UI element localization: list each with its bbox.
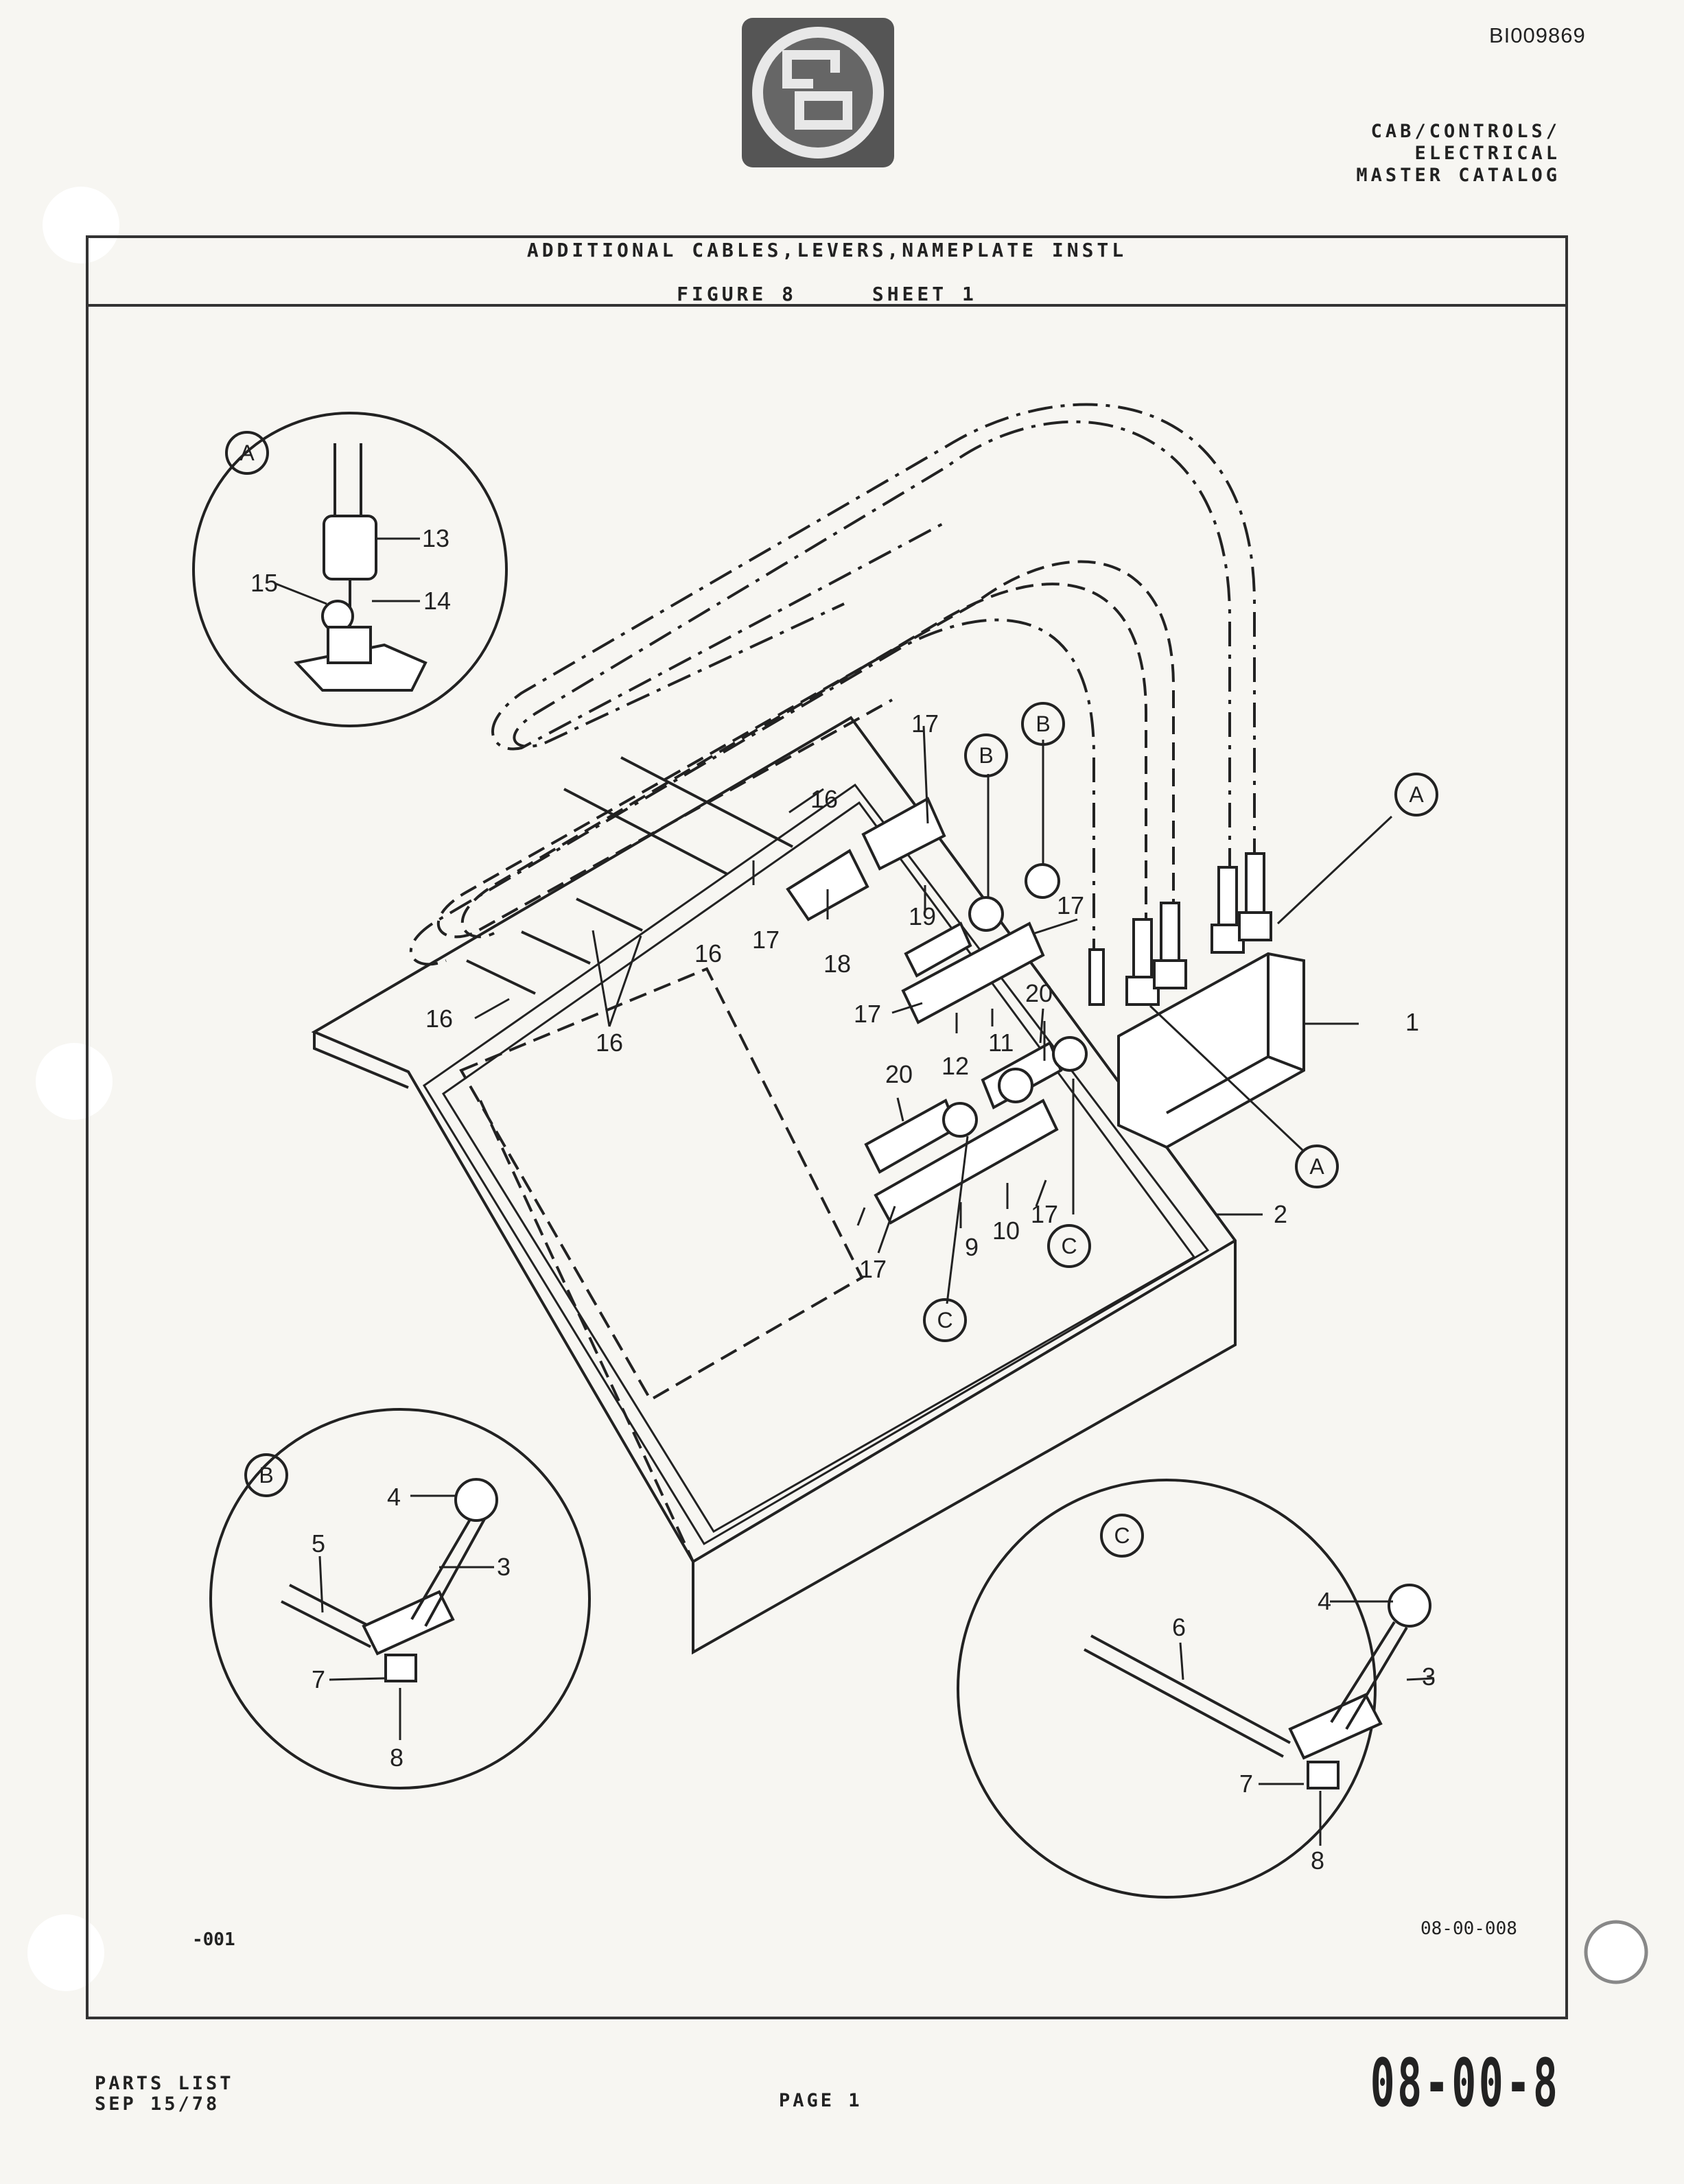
- title-divider: [86, 304, 1568, 307]
- callout-1: 1: [1405, 1008, 1419, 1036]
- callout-20: 20: [885, 1060, 913, 1088]
- chapter-code: 08-00-8: [1370, 2045, 1560, 2122]
- callout-16: 16: [596, 1029, 623, 1057]
- callout-20: 20: [1025, 979, 1053, 1007]
- callout-8: 8: [390, 1743, 404, 1772]
- callout-13: 13: [422, 524, 449, 552]
- callout-6: 6: [1172, 1613, 1186, 1641]
- figure-title: ADDITIONAL CABLES,LEVERS,NAMEPLATE INSTL: [526, 239, 1127, 261]
- callout-detail-a: A: [239, 441, 255, 465]
- footer-parts-list: PARTS LIST SEP 15/78: [95, 2074, 234, 2115]
- binder-ring-icon: [1584, 1920, 1648, 1984]
- nameplates: [786, 797, 1063, 1225]
- callout-4: 4: [387, 1483, 401, 1511]
- callout-17: 17: [752, 926, 780, 954]
- detail-a-view: [192, 412, 508, 727]
- callout-detail-a: A: [1309, 1154, 1324, 1179]
- callout-detail-c: C: [937, 1308, 952, 1332]
- sheet-number: SHEET 1: [872, 283, 977, 305]
- binder-hole-icon: [27, 1914, 104, 1991]
- page-number: PAGE 1: [779, 2090, 863, 2111]
- drawing-reference: 08-00-008: [1420, 1918, 1517, 1939]
- exploded-parts-diagram: A A A B B B C C C 13 15 14 17 16 1 17 18…: [192, 403, 1438, 1899]
- footer-line: PARTS LIST: [95, 2073, 234, 2094]
- figure-number: FIGURE 8: [677, 283, 797, 305]
- callout-detail-b: B: [1036, 712, 1050, 736]
- junction-block: [1117, 952, 1305, 1149]
- detail-c-view: [957, 1479, 1431, 1899]
- callout-8: 8: [1311, 1846, 1324, 1875]
- callout-17: 17: [854, 1000, 881, 1028]
- callout-5: 5: [312, 1529, 325, 1558]
- callout-detail-c: C: [1114, 1523, 1130, 1548]
- footer-line: SEP 15/78: [95, 2093, 220, 2115]
- catalog-line: CAB/CONTROLS/: [1370, 121, 1560, 142]
- catalog-label: CAB/CONTROLS/ ELECTRICAL MASTER CATALOG: [1356, 121, 1560, 187]
- rods: [466, 756, 793, 995]
- callout-7: 7: [1239, 1770, 1253, 1798]
- callout-14: 14: [423, 587, 451, 615]
- dash-number: -001: [192, 1929, 235, 1950]
- callout-16: 16: [425, 1005, 453, 1033]
- document-id: BI009869: [1489, 23, 1586, 47]
- callout-9: 9: [965, 1233, 979, 1261]
- callout-16: 16: [694, 939, 722, 967]
- console-body: [311, 716, 1237, 1655]
- callout-detail-b: B: [259, 1463, 273, 1488]
- callout-3: 3: [497, 1553, 511, 1581]
- callout-2: 2: [1274, 1200, 1287, 1228]
- callout-16: 16: [810, 785, 838, 813]
- callout-3: 3: [1422, 1663, 1436, 1691]
- callout-4: 4: [1318, 1587, 1331, 1615]
- detail-callouts: A A A B B B C C C: [225, 431, 1438, 1558]
- figure-frame: [86, 235, 1568, 2019]
- binder-hole-icon: [43, 187, 119, 263]
- callout-15: 15: [250, 569, 278, 597]
- callout-17: 17: [859, 1255, 887, 1283]
- callout-18: 18: [823, 950, 851, 978]
- callout-detail-c: C: [1061, 1234, 1077, 1258]
- cable-routings: [409, 403, 1256, 966]
- callout-7: 7: [312, 1665, 325, 1693]
- lever-knobs: [942, 863, 1088, 1138]
- detail-b-view: [209, 1408, 591, 1789]
- leader-lines: [274, 537, 1435, 1846]
- callout-17: 17: [1031, 1200, 1058, 1228]
- callout-11: 11: [988, 1029, 1014, 1057]
- callout-19: 19: [909, 902, 936, 930]
- part-number-callouts: 13 15 14 17 16 1 17 18 19 16 16 16 17 17…: [250, 524, 1436, 1875]
- callout-17: 17: [911, 709, 939, 738]
- company-logo: [742, 18, 894, 167]
- callout-10: 10: [992, 1217, 1020, 1245]
- figure-sheet-line: FIGURE 8 SHEET 1: [86, 283, 1568, 305]
- callout-detail-a: A: [1409, 782, 1424, 807]
- callout-detail-b: B: [979, 743, 993, 768]
- catalog-line: MASTER CATALOG: [1356, 165, 1560, 186]
- cable-terminals: [1088, 852, 1272, 1006]
- binder-hole-icon: [36, 1043, 113, 1120]
- callout-17: 17: [1057, 891, 1084, 919]
- catalog-line: ELECTRICAL: [1414, 143, 1560, 164]
- callout-12: 12: [942, 1052, 969, 1080]
